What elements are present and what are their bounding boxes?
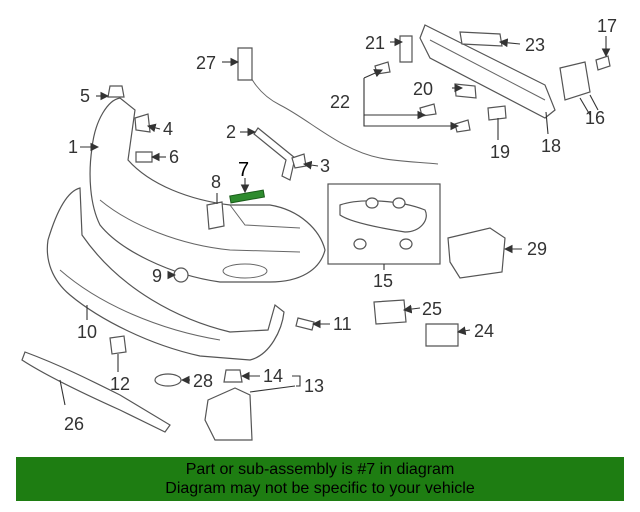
part-9	[173, 267, 189, 283]
parts-diagram: 1 2 3 4 5 6 7 8 9 10 11 12 13 14 15 16 1…	[21, 16, 617, 441]
callout-3: 3	[320, 156, 330, 176]
callout-16: 16	[585, 108, 605, 128]
callout-27: 27	[196, 53, 216, 73]
callout-8: 8	[211, 172, 221, 192]
part-8	[206, 201, 225, 230]
callout-4: 4	[163, 119, 173, 139]
callout-22: 22	[330, 92, 350, 112]
part-20	[454, 83, 477, 99]
part-28	[154, 373, 182, 387]
harness-connector	[237, 47, 253, 81]
callout-9: 9	[152, 266, 162, 286]
part-7-strip	[229, 189, 266, 204]
part-11	[295, 317, 315, 331]
callout-24: 24	[474, 321, 494, 341]
callout-12: 12	[110, 374, 130, 394]
lamp-box-15	[327, 183, 441, 265]
callout-10: 10	[77, 322, 97, 342]
part-13-bracket	[204, 387, 253, 441]
callout-6: 6	[169, 147, 179, 167]
lower-bumper	[46, 187, 285, 361]
info-banner: Part or sub-assembly is #7 in diagram Di…	[16, 457, 624, 501]
callout-28: 28	[193, 371, 213, 391]
part-17	[595, 55, 611, 71]
callout-17: 17	[597, 16, 617, 36]
callout-1: 1	[68, 137, 78, 157]
part-5	[107, 85, 125, 98]
clip-3	[291, 153, 307, 169]
callout-13: 13	[304, 376, 324, 396]
lower-skid	[21, 351, 171, 433]
callout-26: 26	[64, 414, 84, 434]
part-6	[135, 151, 153, 163]
part-12	[109, 335, 127, 355]
callout-21: 21	[365, 33, 385, 53]
callout-29: 29	[527, 239, 547, 259]
reinforcement-beam	[419, 24, 556, 119]
part-19	[487, 105, 507, 121]
bumper-cover	[89, 97, 326, 283]
callout-23: 23	[525, 35, 545, 55]
part-14	[223, 369, 243, 383]
callout-5: 5	[80, 86, 90, 106]
callout-25: 25	[422, 299, 442, 319]
callout-19: 19	[490, 142, 510, 162]
part-25	[373, 299, 407, 325]
banner-line-1: Part or sub-assembly is #7 in diagram	[185, 461, 455, 478]
part-29	[447, 227, 506, 279]
part-16	[559, 61, 591, 101]
callout-14: 14	[263, 366, 283, 386]
part-4	[134, 113, 151, 133]
bracket-2	[253, 127, 296, 181]
callout-7: 7	[238, 159, 249, 181]
callout-11: 11	[333, 314, 352, 334]
part-24	[425, 323, 459, 347]
banner-line-2: Diagram may not be specific to your vehi…	[165, 480, 475, 497]
callout-20: 20	[413, 79, 433, 99]
leader-lines	[59, 36, 611, 406]
callout-18: 18	[541, 136, 561, 156]
callout-labels: 1 2 3 4 5 6 7 8 9 10 11 12 13 14 15 16 1…	[64, 16, 617, 434]
callout-15: 15	[373, 271, 393, 291]
wiring-harness	[239, 54, 439, 165]
part-23	[459, 31, 503, 47]
callout-2: 2	[226, 122, 236, 142]
part-21	[399, 35, 413, 63]
